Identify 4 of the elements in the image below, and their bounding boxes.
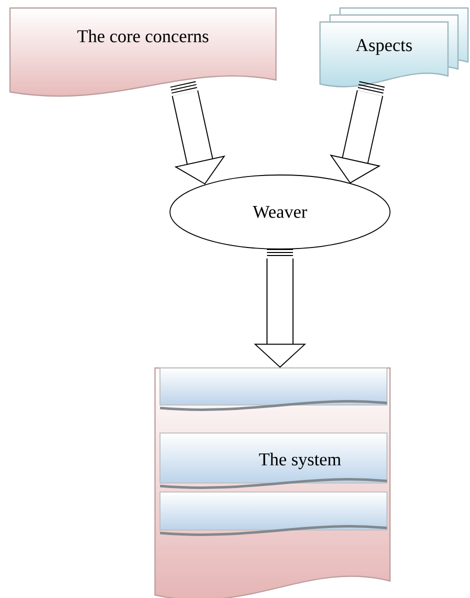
layer-band <box>160 492 388 536</box>
stacked-documents: Aspects <box>319 7 469 88</box>
layer-band: The system <box>160 432 388 489</box>
layer-band <box>160 368 388 411</box>
